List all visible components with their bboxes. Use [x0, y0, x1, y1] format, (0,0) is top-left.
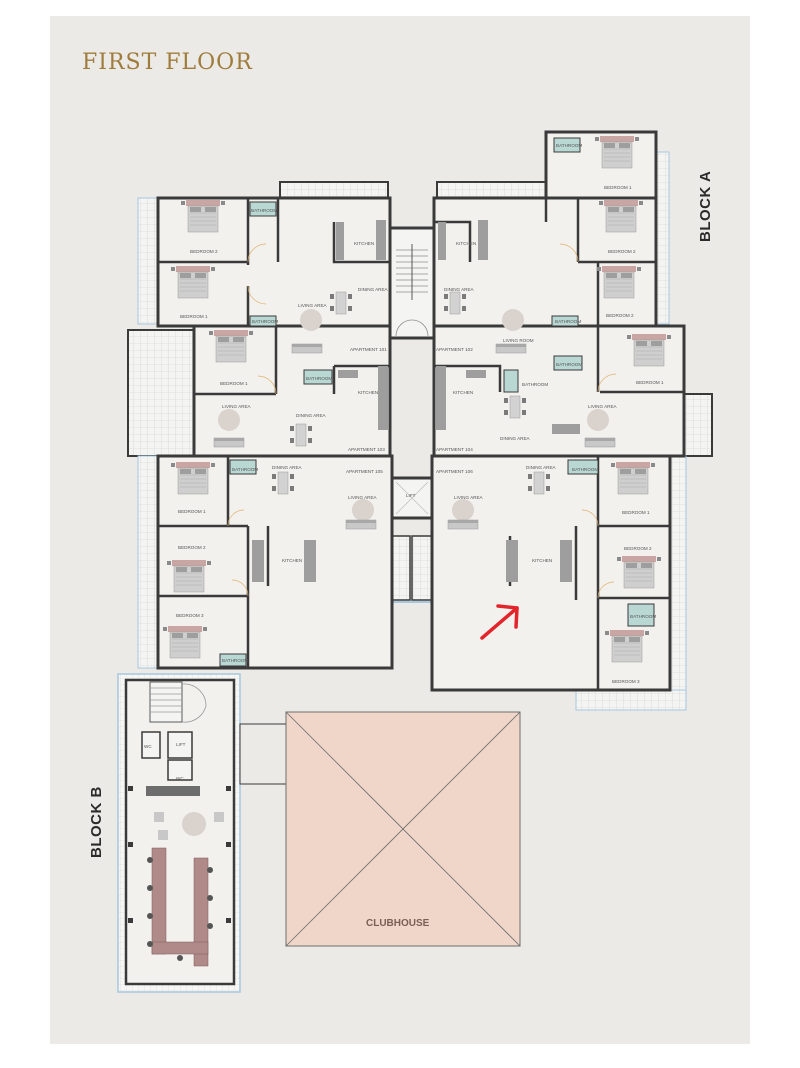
- room-label: BEDROOM 2: [190, 249, 218, 254]
- room-label: BEDROOM 3: [176, 613, 204, 618]
- room-label: BATHROOM: [522, 382, 548, 387]
- clubhouse-label: CLUBHOUSE: [366, 918, 430, 929]
- room-label: KITCHEN: [354, 241, 374, 246]
- room-label: BATHROOM: [306, 376, 332, 381]
- room-label: BEDROOM 1: [178, 509, 206, 514]
- room-label: BEDROOM 2: [606, 313, 634, 318]
- block-b-plan: WC LIFT WC: [117, 673, 287, 993]
- room-label: DINING AREA: [272, 465, 303, 470]
- room-label: BATHROOM: [222, 658, 248, 663]
- room-label: BEDROOM 2: [624, 546, 652, 551]
- red-arrow-icon: [480, 604, 519, 640]
- room-label: LIVING ROOM: [503, 338, 534, 343]
- room-label: BEDROOM 1: [636, 380, 664, 385]
- wc-label: WC: [176, 776, 184, 781]
- room-label: LIVING AREA: [348, 495, 378, 500]
- room-label: KITCHEN: [532, 558, 552, 563]
- room-label: BEDROOM 1: [180, 314, 208, 319]
- room-label: LIVING AREA: [222, 404, 252, 409]
- lift-label-b: LIFT: [176, 742, 186, 747]
- apartment-label: APARTMENT 102: [436, 347, 473, 352]
- room-label: DINING AREA: [296, 413, 327, 418]
- room-label: BEDROOM 1: [622, 510, 650, 515]
- room-label: BATHROOM: [556, 362, 582, 367]
- block-a-label: BLOCK A: [697, 171, 714, 242]
- room-label: BEDROOM 1: [220, 381, 248, 386]
- room-label: KITCHEN: [453, 390, 473, 395]
- room-label: BATHROOM: [252, 319, 278, 324]
- room-label: DINING AREA: [526, 465, 557, 470]
- room-label: DINING AREA: [444, 287, 475, 292]
- room-label: KITCHEN: [282, 558, 302, 563]
- room-label: LIVING AREA: [454, 495, 484, 500]
- room-label: KITCHEN: [358, 390, 378, 395]
- page-title: FIRST FLOOR: [82, 50, 253, 75]
- lift-label: LIFT: [406, 493, 416, 498]
- room-label: KITCHEN: [456, 241, 476, 246]
- clubhouse: CLUBHOUSE: [285, 711, 521, 947]
- room-label: DINING AREA: [358, 287, 389, 292]
- apartment-label: APARTMENT 103: [348, 447, 385, 452]
- block-b-label: BLOCK B: [88, 786, 105, 858]
- apartment-label: APARTMENT 106: [436, 469, 473, 474]
- room-label: BATHROOM: [251, 208, 277, 213]
- apartment-label: APARTMENT 104: [436, 447, 473, 452]
- wc-label: WC: [144, 744, 152, 749]
- room-label: BEDROOM 2: [178, 545, 206, 550]
- room-label: BEDROOM 3: [612, 679, 640, 684]
- room-label: BATHROOM: [556, 143, 582, 148]
- room-label: LIVING AREA: [298, 303, 328, 308]
- room-label: BEDROOM 1: [604, 185, 632, 190]
- apartment-label: APARTMENT 105: [346, 469, 383, 474]
- room-label: BATHROOM: [555, 319, 581, 324]
- room-label: BEDROOM 2: [608, 249, 636, 254]
- room-label: BATHROOM: [232, 467, 258, 472]
- room-label: BATHROOM: [630, 614, 656, 619]
- room-label: DINING AREA: [500, 436, 531, 441]
- room-label: LIVING AREA: [588, 404, 618, 409]
- room-labels: BEDROOM 2 BATHROOM BEDROOM 1 BATHROOM LI…: [176, 143, 664, 684]
- apartment-label: APARTMENT 101: [350, 347, 387, 352]
- block-a-plan: [127, 130, 713, 711]
- room-label: BATHROOM: [572, 467, 598, 472]
